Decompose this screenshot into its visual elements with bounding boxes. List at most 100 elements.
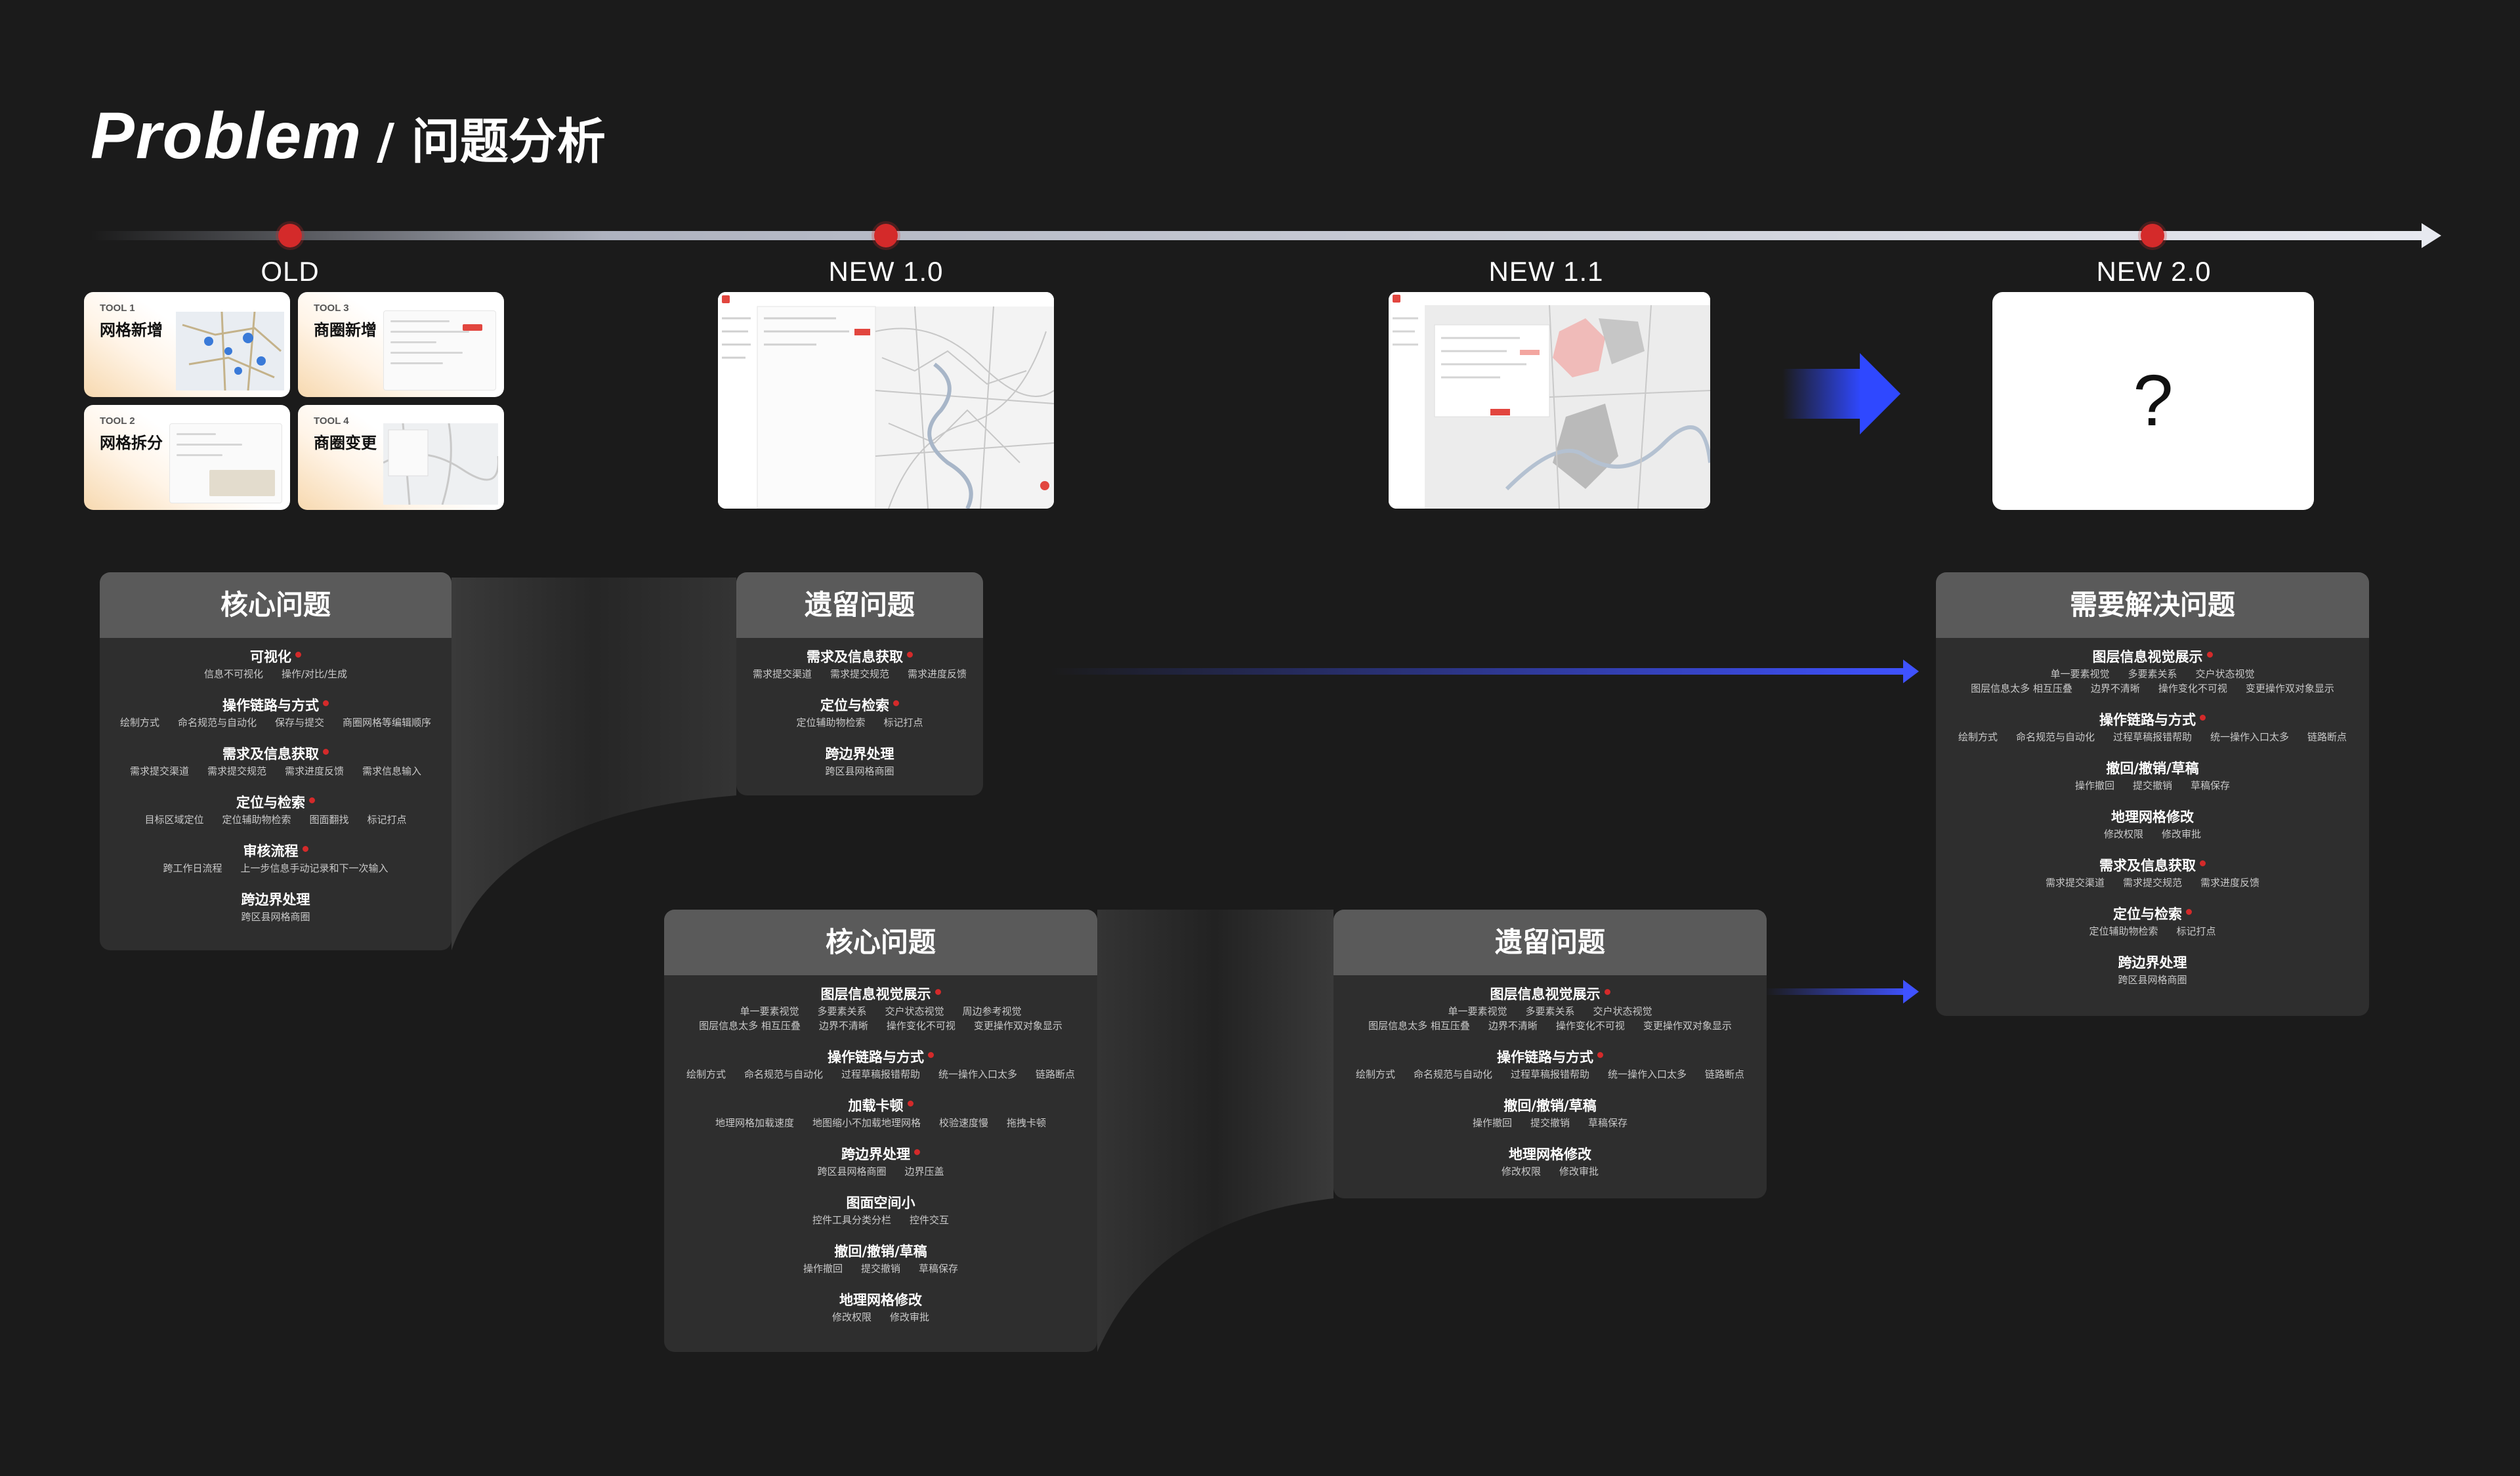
problem-subitems: 绘制方式命名规范与自动化过程草稿报错帮助统一操作入口太多链路断点	[664, 1067, 1097, 1082]
problem-subitem: 跨工作日流程	[163, 862, 222, 874]
arrow-head-icon	[1903, 660, 1919, 683]
problem-subitem: 需求提交渠道	[2045, 877, 2105, 889]
new10-map-ui	[718, 292, 1054, 509]
problem-title-text: 操作链路与方式	[1497, 1049, 1593, 1065]
problem-title-text: 撤回/撤销/草稿	[1503, 1098, 1597, 1114]
panel-header: 核心问题	[664, 910, 1097, 975]
problem-title: 可视化	[100, 647, 452, 667]
problem-subitem: 过程草稿报错帮助	[841, 1068, 920, 1080]
problem-item: 跨边界处理跨区县网格商圈	[736, 744, 983, 778]
problem-subitem: 操作撤回	[803, 1263, 843, 1275]
problem-subitem: 交户状态视觉	[2195, 668, 2255, 680]
timeline-bar	[91, 231, 2427, 240]
problem-subitem: 提交撤销	[2132, 780, 2172, 791]
problem-subitem: 定位辅助物检索	[222, 814, 291, 826]
problem-subitems: 单一要素视觉多要素关系交户状态视觉	[1334, 1004, 1767, 1019]
problem-subitems: 目标区域定位定位辅助物检索图面翻找标记打点	[100, 812, 452, 827]
new11-map-ui	[1389, 292, 1710, 509]
problem-item: 审核流程跨工作日流程上一步信息手动记录和下一次输入	[100, 841, 452, 875]
problem-title-text: 可视化	[250, 649, 291, 665]
problem-item: 地理网格修改修改权限修改审批	[1334, 1145, 1767, 1179]
problem-subitems: 跨区县网格商圈边界压盖	[664, 1164, 1097, 1179]
problem-title-text: 审核流程	[243, 843, 299, 859]
tool-name: 商圈变更	[314, 434, 377, 452]
problem-item: 图面空间小控件工具分类分栏控件交互	[664, 1193, 1097, 1227]
problem-subitem: 交户状态视觉	[885, 1005, 944, 1017]
problem-item: 操作链路与方式绘制方式命名规范与自动化过程草稿报错帮助统一操作入口太多链路断点	[664, 1047, 1097, 1082]
problem-title-text: 需求及信息获取	[807, 649, 903, 665]
problem-title: 撤回/撤销/草稿	[1334, 1096, 1767, 1116]
problem-item: 跨边界处理跨区县网格商圈	[1936, 953, 2369, 987]
problem-title-text: 图层信息视觉展示	[820, 986, 931, 1002]
problem-subitem: 绘制方式	[119, 717, 159, 728]
problem-title: 跨边界处理	[100, 890, 452, 910]
problem-subitem: 拖拽卡顿	[1007, 1117, 1047, 1129]
timeline-dot-old	[278, 224, 302, 247]
problem-title-text: 需求及信息获取	[2099, 858, 2196, 874]
arrow-head-icon	[1903, 980, 1919, 1003]
problem-subitem: 标记打点	[883, 717, 923, 728]
stage-label-old: OLD	[261, 256, 320, 287]
problem-subitem: 地图缩小不加载地理网格	[812, 1117, 921, 1129]
problem-title: 图层信息视觉展示	[1936, 647, 2369, 667]
problem-item: 撤回/撤销/草稿操作撤回提交撤销草稿保存	[1334, 1096, 1767, 1130]
problem-title-text: 加载卡顿	[848, 1098, 904, 1114]
red-dot-icon	[907, 1101, 914, 1107]
title-zh: / 问题分析	[377, 114, 606, 170]
problem-subitem: 链路断点	[1705, 1068, 1745, 1080]
arrow-new-legacy-to-solve	[1765, 988, 1910, 995]
problem-title: 定位与检索	[1936, 904, 2369, 924]
problem-subitem: 修改权限	[2103, 828, 2143, 840]
problem-subitem: 变更操作双对象显示	[973, 1020, 1062, 1032]
problem-subitem: 边界压盖	[904, 1166, 944, 1177]
red-dot-icon	[934, 989, 941, 995]
problem-subitem: 保存与提交	[275, 717, 325, 728]
panel-old-legacy: 遗留问题 需求及信息获取需求提交渠道需求提交规范需求进度反馈定位与检索定位辅助物…	[736, 572, 983, 795]
problem-item: 定位与检索目标区域定位定位辅助物检索图面翻找标记打点	[100, 793, 452, 827]
problem-subitem: 多要素关系	[2128, 668, 2177, 680]
red-dot-icon	[928, 1052, 934, 1058]
problem-title-text: 跨边界处理	[241, 892, 310, 908]
problem-subitem: 草稿保存	[919, 1263, 959, 1275]
new20-placeholder-box: ?	[1992, 292, 2314, 510]
problem-subitem: 草稿保存	[2191, 780, 2231, 791]
problem-subitem: 需求进度反馈	[908, 668, 967, 680]
tool-name: 网格拆分	[100, 434, 163, 452]
problem-subitem: 地理网格加载速度	[715, 1117, 794, 1129]
problem-title-text: 跨边界处理	[2118, 955, 2187, 971]
problem-title-text: 跨边界处理	[841, 1147, 910, 1162]
red-dot-icon	[323, 749, 329, 755]
tool-card-1: TOOL 1 网格新增	[84, 292, 290, 397]
problem-subitem: 需求进度反馈	[285, 765, 345, 777]
problem-title: 撤回/撤销/草稿	[664, 1242, 1097, 1261]
problem-subitem: 命名规范与自动化	[2015, 731, 2095, 743]
problem-title-text: 图层信息视觉展示	[2092, 649, 2203, 665]
new11-screenshot	[1389, 292, 1710, 509]
problem-subitems: 绘制方式命名规范与自动化过程草稿报错帮助统一操作入口太多链路断点	[1334, 1067, 1767, 1082]
problem-item: 地理网格修改修改权限修改审批	[664, 1290, 1097, 1324]
problem-subitems: 控件工具分类分栏控件交互	[664, 1213, 1097, 1227]
problem-subitem: 跨区县网格商圈	[241, 911, 310, 923]
problem-subitem: 定位辅助物检索	[2089, 925, 2158, 937]
tool-tag: TOOL 1	[100, 303, 135, 314]
problem-subitem: 操作/对比/生成	[281, 668, 348, 680]
panel-header: 遗留问题	[736, 572, 983, 638]
problem-title: 跨边界处理	[664, 1145, 1097, 1164]
timeline-arrow-icon	[2422, 223, 2441, 248]
timeline-dot-new10	[874, 224, 898, 247]
problem-subitem: 操作撤回	[1472, 1117, 1512, 1129]
red-dot-icon	[1604, 989, 1610, 995]
tool-tag: TOOL 2	[100, 415, 135, 427]
problem-title: 图面空间小	[664, 1193, 1097, 1213]
problem-subitem: 需求进度反馈	[2200, 877, 2260, 889]
red-dot-icon	[323, 700, 329, 706]
panel-new-legacy: 遗留问题 图层信息视觉展示单一要素视觉多要素关系交户状态视觉图层信息太多 相互压…	[1334, 910, 1767, 1198]
problem-subitem: 命名规范与自动化	[1413, 1068, 1492, 1080]
problem-title: 地理网格修改	[664, 1290, 1097, 1310]
problem-item: 图层信息视觉展示单一要素视觉多要素关系交户状态视觉图层信息太多 相互压叠边界不清…	[1936, 647, 2369, 696]
panel-new-core: 核心问题 图层信息视觉展示单一要素视觉多要素关系交户状态视觉周边参考视觉图层信息…	[664, 910, 1097, 1352]
tool-card-4: TOOL 4 商圈变更	[298, 405, 504, 510]
problem-item: 撤回/撤销/草稿操作撤回提交撤销草稿保存	[1936, 759, 2369, 793]
problem-subitem: 操作变化不可视	[886, 1020, 956, 1032]
problem-subitems: 跨工作日流程上一步信息手动记录和下一次输入	[100, 861, 452, 875]
